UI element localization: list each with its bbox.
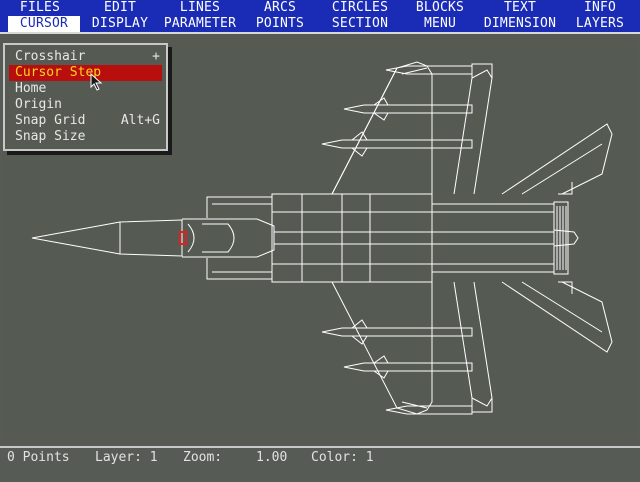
menu-item-home[interactable]: Home [9,81,162,97]
menu-column-8: INFO LAYERS [560,0,640,32]
menu-bar-divider [0,32,640,34]
status-layer: Layer: 1 [95,450,158,465]
menu-column-7: TEXT DIMENSION [480,0,560,32]
menu-column-5: CIRCLES SECTION [320,0,400,32]
status-color: Color: 1 [311,450,374,465]
status-points: 0 Points [7,450,70,465]
menu-column-2: EDIT DISPLAY [80,0,160,32]
cursor-dropdown-menu: Crosshair + Cursor Step Home Origin Snap… [3,43,168,151]
menu-section[interactable]: SECTION [331,16,389,31]
menu-parameter[interactable]: PARAMETER [163,16,237,31]
jet-fighter-wireframe [31,61,613,415]
menu-item-shortcut: + [152,49,160,64]
status-zoom-value: 1.00 [256,450,288,465]
menu-circles[interactable]: CIRCLES [331,0,389,15]
menu-files[interactable]: FILES [19,0,61,15]
menu-item-crosshair[interactable]: Crosshair + [9,49,162,65]
menu-item-label: Home [15,81,47,96]
menu-display[interactable]: DISPLAY [91,16,149,31]
menu-item-label: Snap Size [15,129,86,144]
menu-info[interactable]: INFO [583,0,617,15]
menu-text[interactable]: TEXT [503,0,537,15]
menu-item-label: Origin [15,97,62,112]
menu-item-label: Cursor Step [15,65,102,80]
menu-item-shortcut: Alt+G [120,113,160,128]
status-zoom-label: Zoom: [183,450,223,465]
menu-column-1: FILES CURSOR [0,0,80,32]
arrow-pointer-icon [90,73,103,91]
menu-dimension[interactable]: DIMENSION [483,16,557,31]
menu-bar: FILES CURSOR EDIT DISPLAY LINES PARAMETE… [0,0,640,32]
menu-layers[interactable]: LAYERS [575,16,625,31]
menu-cursor[interactable]: CURSOR [8,16,80,32]
menu-item-label: Snap Grid [15,113,86,128]
menu-arcs[interactable]: ARCS [263,0,297,15]
menu-column-4: ARCS POINTS [240,0,320,32]
menu-column-6: BLOCKS MENU [400,0,480,32]
menu-column-3: LINES PARAMETER [160,0,240,32]
menu-edit[interactable]: EDIT [103,0,137,15]
menu-item-label: Crosshair [15,49,86,64]
menu-item-cursor-step[interactable]: Cursor Step [9,65,162,81]
menu-points[interactable]: POINTS [255,16,305,31]
menu-blocks[interactable]: BLOCKS [415,0,465,15]
menu-item-snap-grid[interactable]: Snap Grid Alt+G [9,113,162,129]
status-bar: 0 Points Layer: 1 Zoom: 1.00 Color: 1 [0,446,640,482]
menu-item-origin[interactable]: Origin [9,97,162,113]
menu-lines[interactable]: LINES [179,0,221,15]
menu-item-snap-size[interactable]: Snap Size [9,129,162,145]
menu-menu[interactable]: MENU [423,16,457,31]
